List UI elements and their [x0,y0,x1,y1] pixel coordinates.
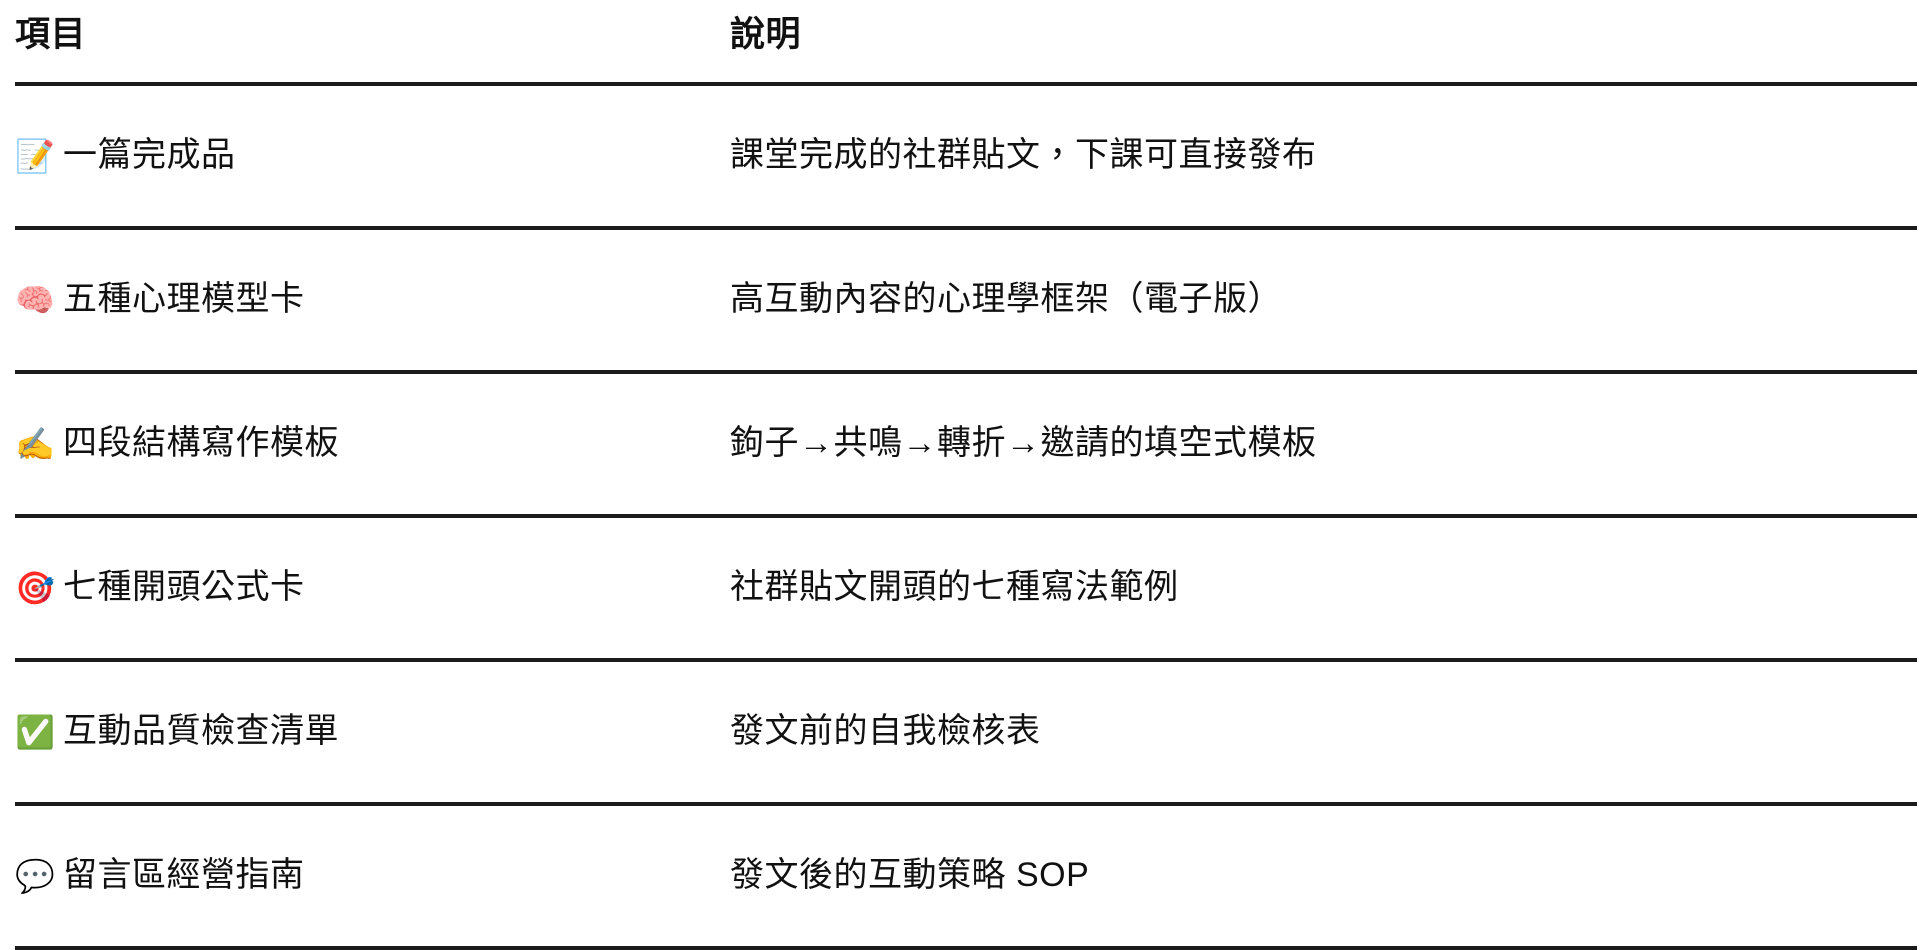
description-text: 社群貼文開頭的七種寫法範例 [730,568,1179,607]
column-header-item: 項目 [15,0,730,86]
table-cell-description: 課堂完成的社群貼文，下課可直接發布 [730,84,1917,230]
table-header: 項目 說明 [15,0,1917,86]
table-cell-item: 🎯 七種開頭公式卡 [15,516,730,662]
table-row: ✍️ 四段結構寫作模板 鉤子→共鳴→轉折→邀請的填空式模板 [15,372,1917,518]
item-label: 五種心理模型卡 [63,280,305,319]
table-cell-description: 發文前的自我檢核表 [730,660,1917,806]
table-row: ✅ 互動品質檢查清單 發文前的自我檢核表 [15,660,1917,806]
item-label: 四段結構寫作模板 [63,424,339,463]
table-cell-item: 💬 留言區經營指南 [15,804,730,950]
table-cell-description: 發文後的互動策略 SOP [730,804,1917,950]
table-cell-item: 🧠 五種心理模型卡 [15,228,730,374]
item-label: 一篇完成品 [63,136,236,175]
writing-hand-icon: ✍️ [15,424,56,463]
table-cell-description: 鉤子→共鳴→轉折→邀請的填空式模板 [730,372,1917,518]
item-label: 互動品質檢查清單 [63,712,339,751]
item-label: 留言區經營指南 [63,856,305,895]
table-row: 📝 一篇完成品 課堂完成的社群貼文，下課可直接發布 [15,84,1917,230]
table-cell-description: 社群貼文開頭的七種寫法範例 [730,516,1917,662]
table-cell-item: ✍️ 四段結構寫作模板 [15,372,730,518]
description-text: 高互動內容的心理學框架（電子版） [730,280,1282,319]
table-cell-item: 📝 一篇完成品 [15,84,730,230]
target-icon: 🎯 [15,568,56,607]
table-row: 🎯 七種開頭公式卡 社群貼文開頭的七種寫法範例 [15,516,1917,662]
speech-balloon-icon: 💬 [15,856,56,895]
description-text: 發文前的自我檢核表 [730,712,1041,751]
memo-icon: 📝 [15,136,56,175]
brain-icon: 🧠 [15,280,56,319]
column-header-description: 說明 [730,0,1917,86]
table-cell-item: ✅ 互動品質檢查清單 [15,660,730,806]
table-row: 💬 留言區經營指南 發文後的互動策略 SOP [15,804,1917,950]
table-header-row: 項目 說明 [15,0,1917,86]
table-cell-description: 高互動內容的心理學框架（電子版） [730,228,1917,374]
table-row: 🧠 五種心理模型卡 高互動內容的心理學框架（電子版） [15,228,1917,374]
check-mark-button-icon: ✅ [15,712,56,751]
deliverables-table: 項目 說明 📝 一篇完成品 課堂完成的社群貼文，下課可直接發布 🧠 五種心理模型… [15,0,1917,950]
description-text: 鉤子→共鳴→轉折→邀請的填空式模板 [730,424,1317,463]
table-body: 📝 一篇完成品 課堂完成的社群貼文，下課可直接發布 🧠 五種心理模型卡 高互動內… [15,84,1917,950]
item-label: 七種開頭公式卡 [63,568,305,607]
description-text: 課堂完成的社群貼文，下課可直接發布 [730,136,1317,175]
description-text: 發文後的互動策略 SOP [730,856,1090,895]
